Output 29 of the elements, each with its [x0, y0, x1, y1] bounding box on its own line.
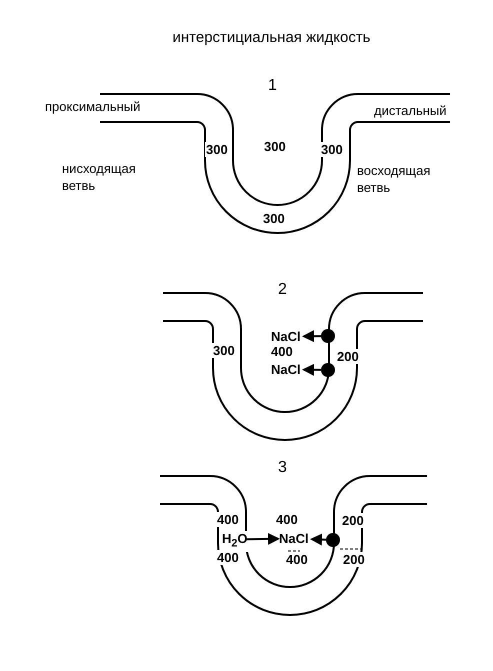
concentration-value: 400 — [216, 512, 240, 527]
concentration-value: 400 — [270, 344, 294, 359]
arrow — [310, 534, 326, 546]
concentration-value: 300 — [205, 142, 229, 157]
concentration-value: 300 — [212, 343, 236, 358]
concentration-value: 400 — [275, 512, 299, 527]
arrow — [244, 532, 280, 545]
concentration-value: 300 — [263, 139, 287, 154]
concentration-value: 200 — [336, 349, 360, 364]
substance-label: NaCl — [270, 329, 302, 344]
substance-label: NaCl — [278, 531, 310, 546]
concentration-value: 300 — [262, 211, 286, 226]
substance-label: NaCl — [270, 362, 302, 377]
pump-symbol — [321, 363, 335, 377]
concentration-value: 200 — [342, 552, 366, 567]
pump-symbol — [321, 329, 335, 343]
pump-symbol — [326, 533, 340, 547]
concentration-value: 200 — [341, 513, 365, 528]
concentration-value: 400 — [285, 552, 309, 567]
concentration-value: 300 — [320, 142, 344, 157]
panel-number: 2 — [278, 282, 287, 297]
tube-label: дистальный — [374, 103, 447, 118]
arrow — [302, 330, 322, 342]
panel-number: 3 — [278, 460, 287, 475]
tube-label: проксимальный — [45, 99, 140, 114]
title: интерстициальная жидкость — [171, 30, 372, 45]
arrow — [302, 364, 322, 376]
panel-number: 1 — [268, 78, 277, 93]
limb-label: восходящая ветвь — [357, 162, 432, 196]
